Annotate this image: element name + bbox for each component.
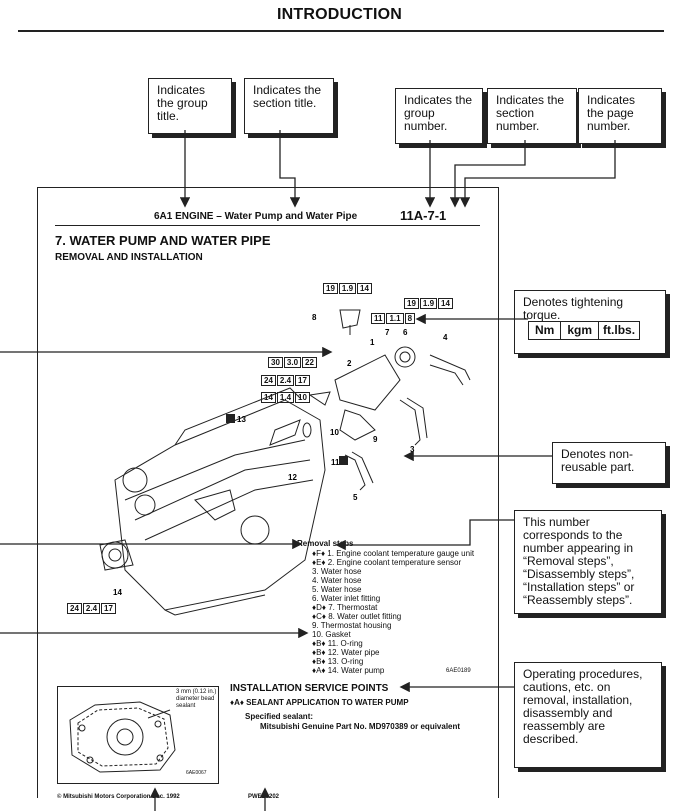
part-label-7: 7 [385,328,390,337]
part-label-14: 14 [113,588,122,597]
list-item: 4. Water hose [312,576,362,585]
torque-units-legend: Nm kgm ft.lbs. [528,321,641,340]
header-rule [55,225,480,226]
section-subheading: REMOVAL AND INSTALLATION [55,252,203,263]
figure-code: 6AE0067 [186,770,207,776]
part-label-6: 6 [403,328,408,337]
page-title: INTRODUCTION [276,6,403,23]
non-reusable-mark [339,456,348,465]
unit-nm: Nm [528,321,562,340]
figure-code: 6AE0189 [446,668,471,674]
list-item: ♦B♦ 11. O-ring [312,639,363,648]
list-item: ♦B♦ 12. Water pipe [312,648,380,657]
section-heading: 7. WATER PUMP AND WATER PIPE [55,233,271,248]
manual-page-frame [37,187,499,798]
part-label-4: 4 [443,333,448,342]
engine-illustration: 8 1 7 6 4 2 10 9 3 13 12 11 5 14 [99,309,471,616]
callout-operating-procedures: Operating procedures, cautions, etc. on … [514,662,662,768]
part-label-12: 12 [288,473,297,482]
list-item: ♦B♦ 13. O-ring [312,657,364,666]
part-label-5: 5 [353,493,358,502]
manual-header-right: 11A-7-1 [400,208,447,223]
callout-page-number: Indicates the page number. [578,88,662,144]
callout-section-number: Indicates the section number. [487,88,577,144]
part-label-10: 10 [330,428,339,437]
specified-sealant-label: Specified sealant: [245,712,314,721]
unit-ftlbs: ft.lbs. [599,321,641,340]
unit-kgm: kgm [561,321,600,340]
callout-tightening-torque: Denotes tightening torque. Nm kgm ft.lbs… [514,290,666,354]
title-rule [18,30,664,32]
installation-item: ♦A♦ SEALANT APPLICATION TO WATER PUMP [230,698,409,707]
removal-steps-list: ♦F♦ 1. Engine coolant temperature gauge … [312,549,502,675]
part-label-11: 11 [331,458,340,467]
list-item: 6. Water inlet fitting [312,594,381,603]
part-label-13: 13 [237,415,246,424]
list-item: 10. Gasket [312,630,351,639]
callout-non-reusable: Denotes non-reusable part. [552,442,666,484]
list-item: ♦D♦ 7. Thermostat [312,603,378,612]
sealant-figure [69,701,176,773]
callout-section-title: Indicates the section title. [244,78,334,134]
part-label-8: 8 [312,313,317,322]
specified-sealant-value: Mitsubishi Genuine Part No. MD970389 or … [260,722,461,731]
list-item: 3. Water hose [312,567,362,576]
callout-number-corresponds: This number corresponds to the number ap… [514,510,662,614]
installation-title: INSTALLATION SERVICE POINTS [230,683,389,694]
list-item: ♦A♦ 14. Water pump [312,666,385,675]
tightening-torque-text: Denotes tightening torque. [523,295,624,322]
list-item: ♦F♦ 1. Engine coolant temperature gauge … [312,549,475,558]
list-item: 9. Thermostat housing [312,621,392,630]
non-reusable-mark [226,414,235,423]
part-label-2: 2 [347,359,352,368]
list-item: 5. Water hose [312,585,362,594]
list-item: ♦C♦ 8. Water outlet fitting [312,612,402,621]
callout-group-title: Indicates the group title. [148,78,232,134]
manual-header-left: 6A1 ENGINE – Water Pump and Water Pipe [154,211,358,222]
part-label-3: 3 [410,445,415,454]
callout-group-number: Indicates the group number. [395,88,483,144]
part-label-1: 1 [370,338,375,347]
list-item: ♦E♦ 2. Engine coolant temperature sensor [312,558,462,567]
part-label-9: 9 [373,435,378,444]
bead-note: 3 mm (0.12 in.) diameter bead sealant [176,689,217,709]
footer-copyright: © Mitsubishi Motors Corporation Dec. 199… [57,794,180,800]
removal-steps-title: Removal steps [297,539,354,548]
sealant-figure-frame [57,686,219,784]
